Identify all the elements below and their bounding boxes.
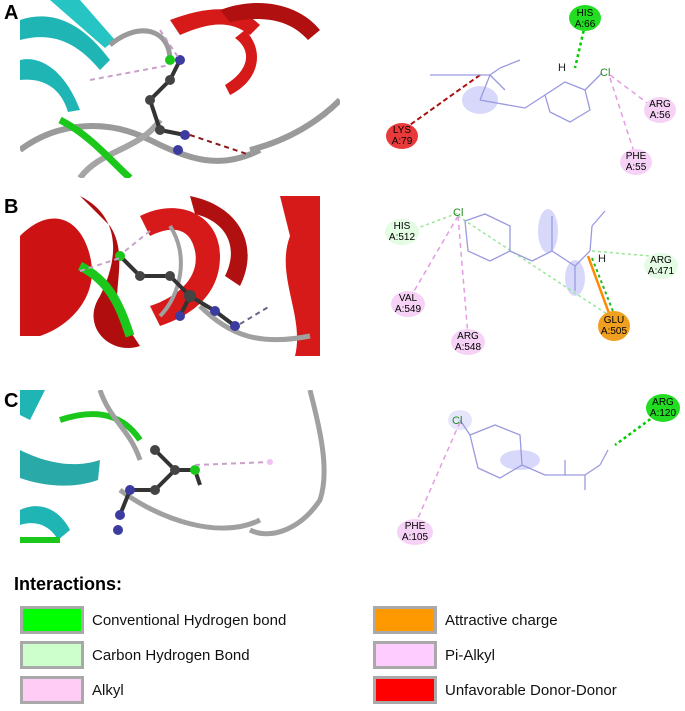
panel-letter-c: C — [4, 390, 19, 412]
svg-text:ARG: ARG — [652, 397, 674, 408]
legend-swatch — [20, 606, 84, 634]
svg-text:A:548: A:548 — [455, 342, 482, 353]
residue-val-549: VAL A:549 — [391, 291, 425, 317]
legend-swatch — [20, 641, 84, 669]
panel-c-protein-ribbon — [20, 390, 340, 550]
svg-text:A:66: A:66 — [575, 19, 596, 30]
svg-text:A:512: A:512 — [389, 232, 416, 243]
panel-letter-b: B — [4, 196, 19, 218]
legend-swatch — [373, 641, 437, 669]
legend-item-pi-alkyl: Pi-Alkyl — [373, 641, 495, 669]
svg-text:A:56: A:56 — [650, 110, 671, 121]
svg-text:A:549: A:549 — [395, 304, 422, 315]
panel-b-h-atom: H — [598, 253, 606, 265]
residue-lys-79: LYS A:79 — [386, 123, 418, 149]
legend-item-alkyl: Alkyl — [20, 676, 124, 704]
legend-item-carbon-hbond: Carbon Hydrogen Bond — [20, 641, 250, 669]
svg-text:VAL: VAL — [399, 293, 418, 304]
panel-b-3d-view — [20, 196, 340, 356]
residue-phe-105: PHE A:105 — [397, 519, 433, 545]
panel-c-cl-atom: Cl — [452, 415, 462, 427]
svg-text:LYS: LYS — [393, 125, 411, 136]
residue-arg-548: ARG A:548 — [451, 329, 485, 355]
legend-item-unfavorable-donor-donor: Unfavorable Donor-Donor — [373, 676, 617, 704]
panel-letter-a: A — [4, 2, 19, 24]
svg-text:GLU: GLU — [604, 315, 625, 326]
legend-swatch — [20, 676, 84, 704]
panel-b-protein-ribbon — [20, 196, 340, 356]
svg-text:HIS: HIS — [394, 221, 411, 232]
panel-a-3d-view — [20, 0, 340, 178]
residue-arg-56: ARG A:56 — [644, 97, 676, 123]
svg-text:A:79: A:79 — [392, 136, 413, 147]
legend-item-conventional-hbond: Conventional Hydrogen bond — [20, 606, 286, 634]
svg-text:A:120: A:120 — [650, 408, 677, 419]
legend-title: Interactions: — [14, 574, 123, 594]
panel-a-h-atom: H — [558, 62, 566, 74]
panel-b-cl-atom: Cl — [453, 207, 463, 219]
svg-text:PHE: PHE — [405, 521, 426, 532]
panel-a-2d-diagram: H Cl HIS A:66 ARG A:56 PHE A:55 LYS A:79 — [370, 0, 680, 190]
residue-his-66: HIS A:66 — [569, 5, 601, 31]
svg-text:ARG: ARG — [650, 255, 672, 266]
legend-swatch — [373, 606, 437, 634]
panel-b-2d-diagram: Cl H HIS A:512 ARG A:471 VAL A:549 ARG A… — [370, 196, 680, 366]
svg-text:ARG: ARG — [457, 331, 479, 342]
residue-his-512: HIS A:512 — [385, 219, 419, 245]
svg-text:A:55: A:55 — [626, 162, 647, 173]
panel-a-protein-ribbon — [20, 0, 340, 178]
residue-glu-505: GLU A:505 — [598, 311, 630, 341]
panel-c-2d-diagram: Cl ARG A:120 PHE A:105 — [370, 390, 680, 560]
panel-a-cl-atom: Cl — [600, 67, 610, 79]
svg-text:A:471: A:471 — [648, 266, 675, 277]
residue-phe-55: PHE A:55 — [620, 149, 652, 175]
svg-text:A:505: A:505 — [601, 326, 628, 337]
svg-text:ARG: ARG — [649, 99, 671, 110]
panel-c-3d-view — [20, 390, 340, 550]
svg-text:PHE: PHE — [626, 151, 647, 162]
residue-arg-471: ARG A:471 — [644, 253, 678, 279]
residue-arg-120: ARG A:120 — [646, 394, 680, 422]
legend-swatch — [373, 676, 437, 704]
legend-item-attractive-charge: Attractive charge — [373, 606, 558, 634]
svg-text:HIS: HIS — [577, 8, 594, 19]
svg-text:A:105: A:105 — [402, 532, 429, 543]
